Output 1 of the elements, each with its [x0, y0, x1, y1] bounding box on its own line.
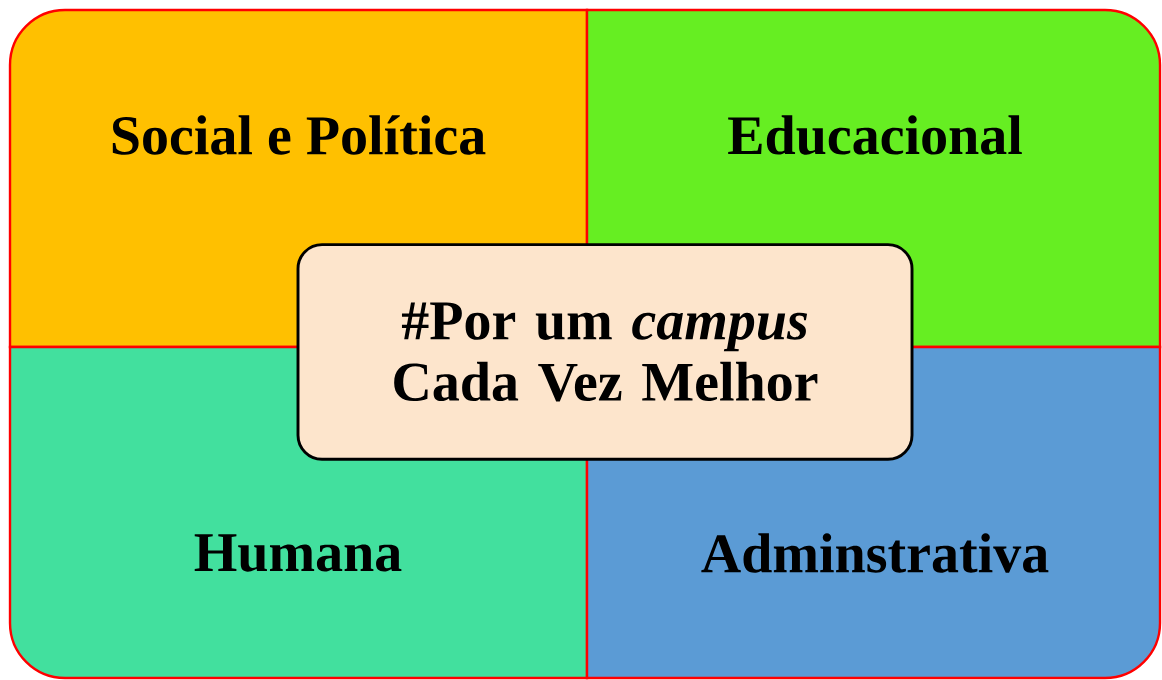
center-box: #Por um campus Cada Vez Melhor: [296, 243, 914, 461]
